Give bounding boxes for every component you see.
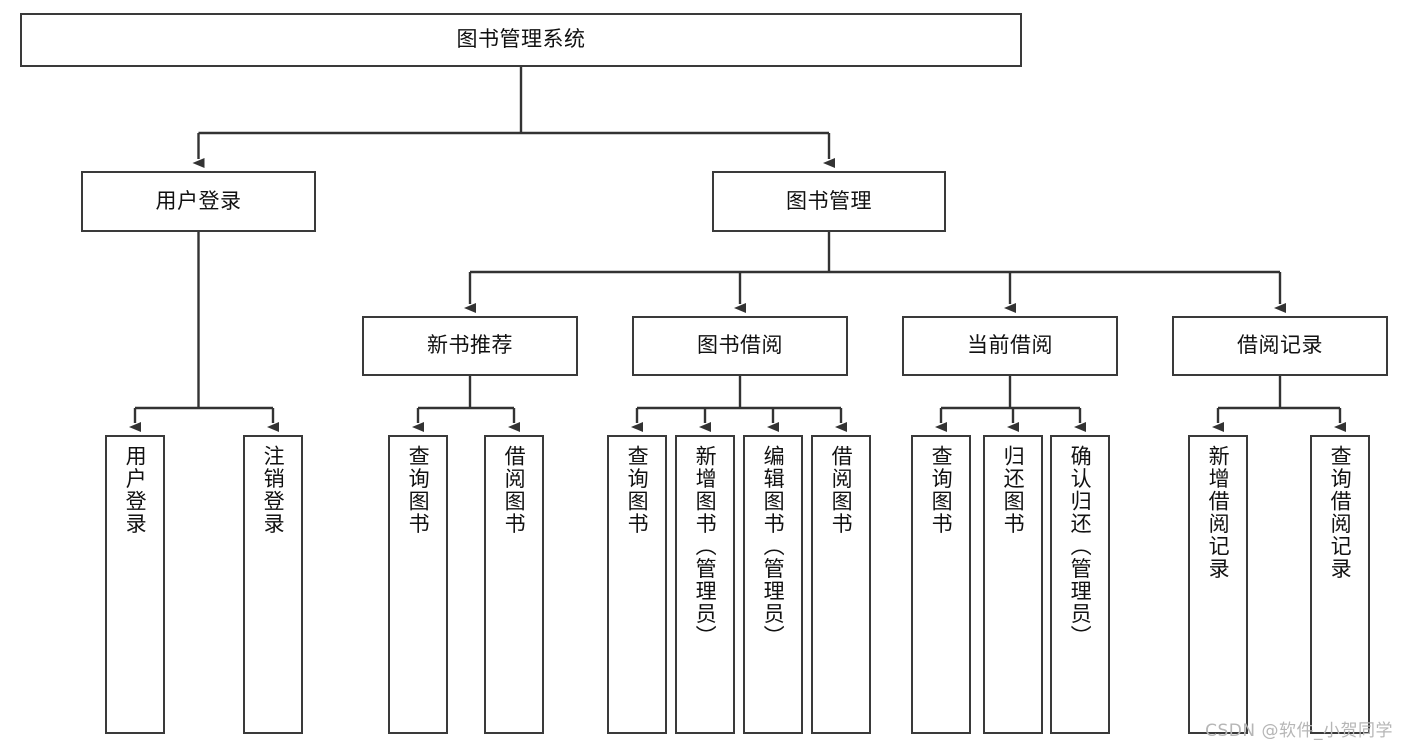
- node-leaf-bor-2[interactable]: 新增图书（管理员）: [675, 435, 735, 734]
- node-label-login: 用户登录: [155, 188, 242, 213]
- node-label-leaf-login-1: 用户登录: [123, 445, 148, 535]
- node-label-leaf-login-2: 注销登录: [261, 445, 286, 535]
- node-label-current: 当前借阅: [967, 333, 1053, 358]
- node-label-leaf-cur-3: 确认归还（管理员）: [1068, 445, 1093, 648]
- node-label-root: 图书管理系统: [456, 27, 586, 52]
- node-label-bookmgmt: 图书管理: [786, 188, 872, 213]
- node-leaf-cur-1[interactable]: 查询图书: [911, 435, 971, 734]
- node-newbook[interactable]: 新书推荐: [362, 316, 578, 376]
- node-bookmgmt[interactable]: 图书管理: [712, 171, 946, 232]
- node-login[interactable]: 用户登录: [81, 171, 316, 232]
- watermark: CSDN @软件_小贺同学: [1205, 721, 1393, 741]
- node-leaf-rec-2[interactable]: 查询借阅记录: [1310, 435, 1370, 734]
- node-leaf-bor-4[interactable]: 借阅图书: [811, 435, 871, 734]
- node-label-leaf-bor-3: 编辑图书（管理员）: [761, 445, 786, 648]
- node-leaf-new-2[interactable]: 借阅图书: [484, 435, 544, 734]
- node-label-newbook: 新书推荐: [427, 333, 513, 358]
- node-leaf-login-1[interactable]: 用户登录: [105, 435, 165, 734]
- node-leaf-login-2[interactable]: 注销登录: [243, 435, 303, 734]
- node-leaf-cur-3[interactable]: 确认归还（管理员）: [1050, 435, 1110, 734]
- node-root[interactable]: 图书管理系统: [20, 13, 1022, 67]
- node-leaf-cur-2[interactable]: 归还图书: [983, 435, 1043, 734]
- node-current[interactable]: 当前借阅: [902, 316, 1118, 376]
- node-label-leaf-rec-2: 查询借阅记录: [1328, 445, 1353, 580]
- node-label-records: 借阅记录: [1237, 333, 1323, 358]
- node-label-leaf-bor-4: 借阅图书: [829, 445, 854, 535]
- node-label-leaf-bor-2: 新增图书（管理员）: [693, 445, 718, 648]
- node-label-leaf-rec-1: 新增借阅记录: [1206, 445, 1231, 580]
- node-leaf-rec-1[interactable]: 新增借阅记录: [1188, 435, 1248, 734]
- node-borrow[interactable]: 图书借阅: [632, 316, 848, 376]
- node-records[interactable]: 借阅记录: [1172, 316, 1388, 376]
- node-label-borrow: 图书借阅: [697, 333, 783, 358]
- node-label-leaf-new-1: 查询图书: [406, 445, 431, 535]
- node-label-leaf-bor-1: 查询图书: [625, 445, 650, 535]
- node-label-leaf-cur-2: 归还图书: [1001, 445, 1026, 535]
- node-label-leaf-new-2: 借阅图书: [502, 445, 527, 535]
- node-label-leaf-cur-1: 查询图书: [929, 445, 954, 535]
- node-leaf-bor-1[interactable]: 查询图书: [607, 435, 667, 734]
- node-leaf-bor-3[interactable]: 编辑图书（管理员）: [743, 435, 803, 734]
- node-leaf-new-1[interactable]: 查询图书: [388, 435, 448, 734]
